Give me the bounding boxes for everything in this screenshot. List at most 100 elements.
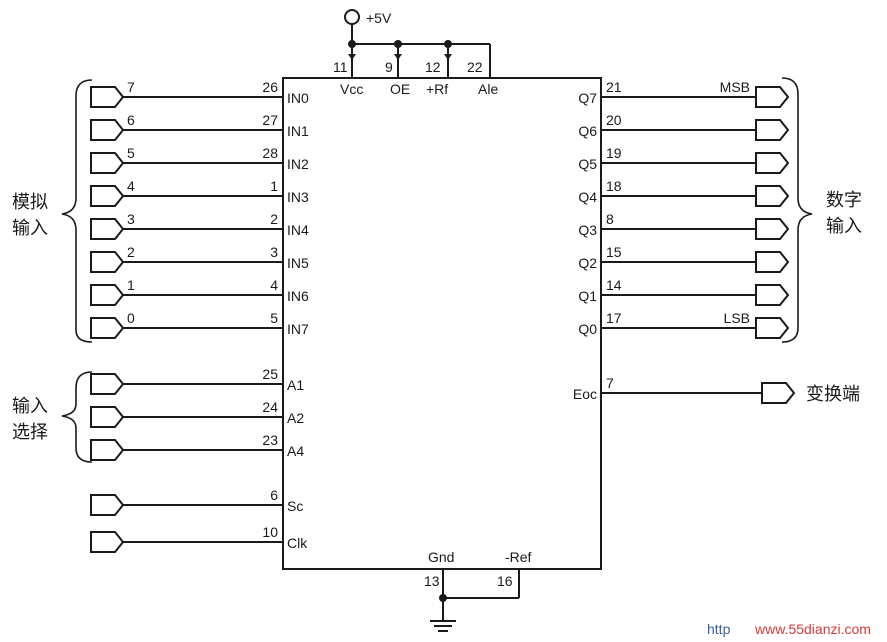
watermark-site: www.55dianzi.com bbox=[754, 621, 871, 637]
input-select-label: 输入 bbox=[12, 396, 48, 417]
bottom-pin-num: 16 bbox=[497, 573, 513, 589]
output-connector-icon bbox=[761, 382, 796, 404]
pin-name: A4 bbox=[287, 443, 304, 459]
supply-voltage-label: +5V bbox=[366, 10, 392, 26]
pin-number: 18 bbox=[606, 178, 622, 194]
channel-number: 3 bbox=[127, 211, 135, 227]
output-connector-icon bbox=[755, 251, 790, 273]
input-connector-icon bbox=[90, 373, 125, 395]
pin-number: 27 bbox=[262, 112, 278, 128]
pin-number: 19 bbox=[606, 145, 622, 161]
channel-number: 1 bbox=[127, 277, 135, 293]
pin-name: Q3 bbox=[578, 222, 597, 238]
channel-number: 0 bbox=[127, 310, 135, 326]
top-pin-num: 12 bbox=[425, 59, 441, 75]
pin-name: Q2 bbox=[578, 255, 597, 271]
pin-number: 1 bbox=[270, 178, 278, 194]
input-connector-icon bbox=[90, 494, 125, 516]
input-connector-icon bbox=[90, 531, 125, 553]
channel-number: 5 bbox=[127, 145, 135, 161]
pin-name: A2 bbox=[287, 410, 304, 426]
control-pin-row: 6Sc bbox=[90, 487, 303, 516]
pin-name: Sc bbox=[287, 498, 303, 514]
pin-name: IN7 bbox=[287, 321, 309, 337]
output-connector-icon bbox=[755, 284, 790, 306]
pin-number: 7 bbox=[606, 375, 614, 391]
top-pin-name: Vcc bbox=[340, 81, 363, 97]
input-connector-icon bbox=[90, 152, 125, 174]
pin-name: IN4 bbox=[287, 222, 309, 238]
pin-name: IN5 bbox=[287, 255, 309, 271]
bottom-pin-name: -Ref bbox=[505, 549, 532, 565]
bottom-pin-name: Gnd bbox=[428, 549, 454, 565]
pin-name: IN0 bbox=[287, 90, 309, 106]
input-connector-icon bbox=[90, 218, 125, 240]
top-pins: 11 9 12 22 Vcc OE +Rf Ale bbox=[333, 59, 498, 97]
pin-number: 26 bbox=[262, 79, 278, 95]
bottom-pin-num: 13 bbox=[424, 573, 440, 589]
input-connector-icon bbox=[90, 406, 125, 428]
pin-name: Q4 bbox=[578, 189, 597, 205]
pin-name: Clk bbox=[287, 535, 308, 551]
analog-input-label: 输入 bbox=[12, 218, 48, 239]
pin-name: Q5 bbox=[578, 156, 597, 172]
input-connector-icon bbox=[90, 119, 125, 141]
top-pin-name: +Rf bbox=[426, 81, 448, 97]
input-connector-icon bbox=[90, 317, 125, 339]
output-connector-icon bbox=[755, 119, 790, 141]
output-connector-icon bbox=[755, 185, 790, 207]
top-pin-num: 11 bbox=[333, 59, 348, 75]
pin-number: 5 bbox=[270, 310, 278, 326]
output-row: Q3 8 bbox=[578, 211, 790, 240]
pin-name: Eoc bbox=[573, 386, 597, 402]
output-row: Q5 19 bbox=[578, 145, 790, 174]
output-row: Q6 20 bbox=[578, 112, 790, 141]
output-connector-icon bbox=[755, 317, 790, 339]
pin-number: 2 bbox=[270, 211, 278, 227]
pin-name: Q6 bbox=[578, 123, 597, 139]
top-pin-num: 9 bbox=[385, 59, 393, 75]
pin-number: 25 bbox=[262, 366, 278, 382]
pin-name: A1 bbox=[287, 377, 304, 393]
output-connector-icon bbox=[755, 218, 790, 240]
input-connector-icon bbox=[90, 86, 125, 108]
input-connector-icon bbox=[90, 284, 125, 306]
output-row: Q2 15 bbox=[578, 244, 790, 273]
pin-number: 23 bbox=[262, 432, 278, 448]
pin-number: 15 bbox=[606, 244, 622, 260]
top-pin-name: OE bbox=[390, 81, 410, 97]
pin-number: 28 bbox=[262, 145, 278, 161]
conversion-end-label: 变换端 bbox=[806, 384, 860, 405]
channel-number: 6 bbox=[127, 112, 135, 128]
adc-chip-body bbox=[282, 77, 602, 570]
channel-number: 7 bbox=[127, 79, 135, 95]
bit-tag: MSB bbox=[720, 79, 750, 95]
power-supply: +5V bbox=[344, 9, 491, 78]
input-select-label: 选择 bbox=[12, 422, 48, 443]
output-row: Q4 18 bbox=[578, 178, 790, 207]
pin-number: 14 bbox=[606, 277, 622, 293]
input-connector-icon bbox=[90, 185, 125, 207]
pin-name: Q0 bbox=[578, 321, 597, 337]
bit-tag: LSB bbox=[724, 310, 750, 326]
pin-name: IN6 bbox=[287, 288, 309, 304]
analog-input-label: 模拟 bbox=[12, 192, 48, 213]
pin-name: Q7 bbox=[578, 90, 597, 106]
watermark-prefix: http bbox=[707, 621, 731, 637]
pin-number: 8 bbox=[606, 211, 614, 227]
pin-number: 6 bbox=[270, 487, 278, 503]
pin-number: 20 bbox=[606, 112, 622, 128]
analog-input-brace bbox=[61, 79, 93, 343]
output-connector-icon bbox=[755, 152, 790, 174]
